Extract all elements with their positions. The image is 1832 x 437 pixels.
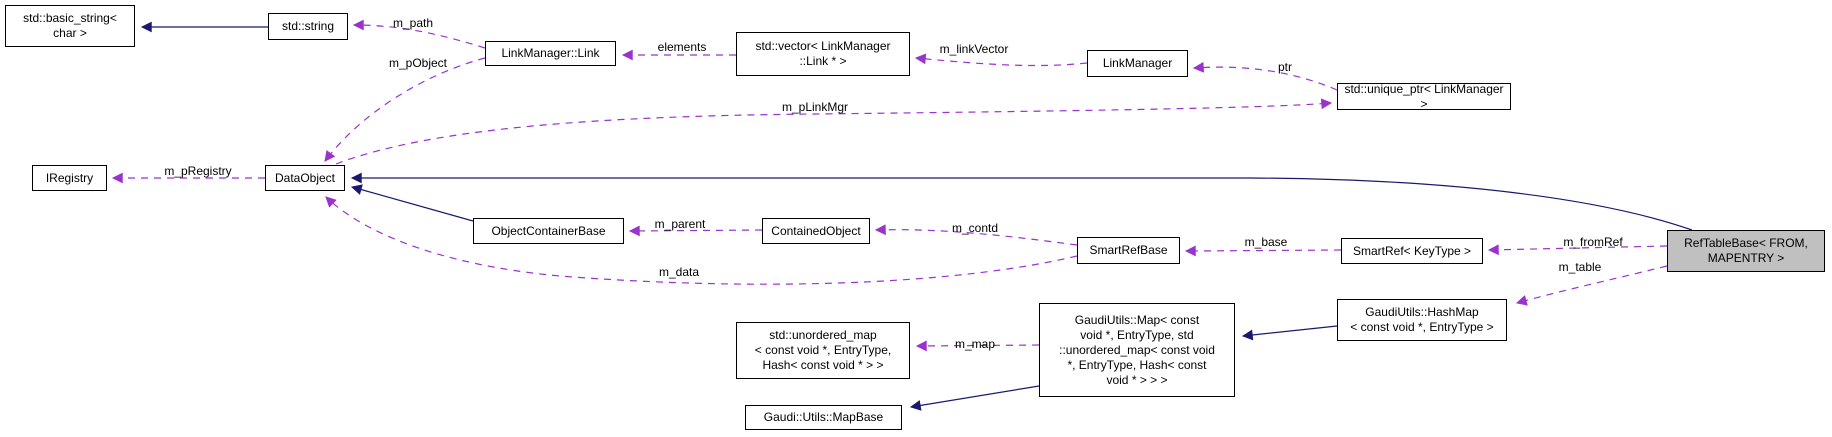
node-gaudiutils-map[interactable]: GaudiUtils::Map< const void *, EntryType… xyxy=(1039,303,1235,397)
node-iregistry[interactable]: IRegistry xyxy=(32,165,107,191)
edge-objectcontainerbase-to-dataobject xyxy=(350,184,474,222)
edge-m-path xyxy=(352,19,486,49)
edge-m-plinkmgr xyxy=(335,98,1333,165)
edge-hashmap-to-gaudimap xyxy=(1241,325,1338,341)
edge-m-fromref xyxy=(1487,244,1668,256)
node-smartrefbase[interactable]: SmartRefBase xyxy=(1077,237,1180,264)
edge-m-pobject xyxy=(324,57,486,162)
node-objectcontainerbase[interactable]: ObjectContainerBase xyxy=(473,218,624,244)
edge-m-map xyxy=(915,340,1040,352)
edge-m-linkvector xyxy=(914,53,1088,67)
node-std-basic-string[interactable]: std::basic_string< char > xyxy=(5,5,135,47)
node-linkmanager-link[interactable]: LinkManager::Link xyxy=(485,41,616,66)
node-reftablebase-focus: RefTableBase< FROM, MAPENTRY > xyxy=(1667,230,1825,272)
node-std-unordered-map[interactable]: std::unordered_map < const void *, Entry… xyxy=(736,322,910,379)
node-std-vector[interactable]: std::vector< LinkManager ::Link * > xyxy=(736,32,910,76)
edge-m-data xyxy=(325,196,1078,285)
node-smartref[interactable]: SmartRef< KeyType > xyxy=(1341,238,1483,264)
edge-m-table xyxy=(1515,265,1668,306)
node-containedobject[interactable]: ContainedObject xyxy=(762,218,870,244)
edge-ptr xyxy=(1192,61,1338,91)
edge-m-base xyxy=(1184,245,1342,257)
node-gaudiutils-hashmap[interactable]: GaudiUtils::HashMap < const void *, Entr… xyxy=(1337,299,1507,341)
node-dataobject[interactable]: DataObject xyxy=(265,165,345,191)
edge-m-parent xyxy=(628,225,763,237)
node-linkmanager[interactable]: LinkManager xyxy=(1087,50,1188,77)
edge-gaudimap-to-mapbase xyxy=(909,385,1040,411)
node-std-unique-ptr[interactable]: std::unique_ptr< LinkManager > xyxy=(1337,82,1511,111)
edge-m-contd xyxy=(874,224,1078,246)
edge-reftablebase-to-dataobject xyxy=(350,172,1693,231)
node-std-string[interactable]: std::string xyxy=(268,13,348,40)
node-gaudi-utils-mapbase[interactable]: Gaudi::Utils::MapBase xyxy=(745,405,902,430)
